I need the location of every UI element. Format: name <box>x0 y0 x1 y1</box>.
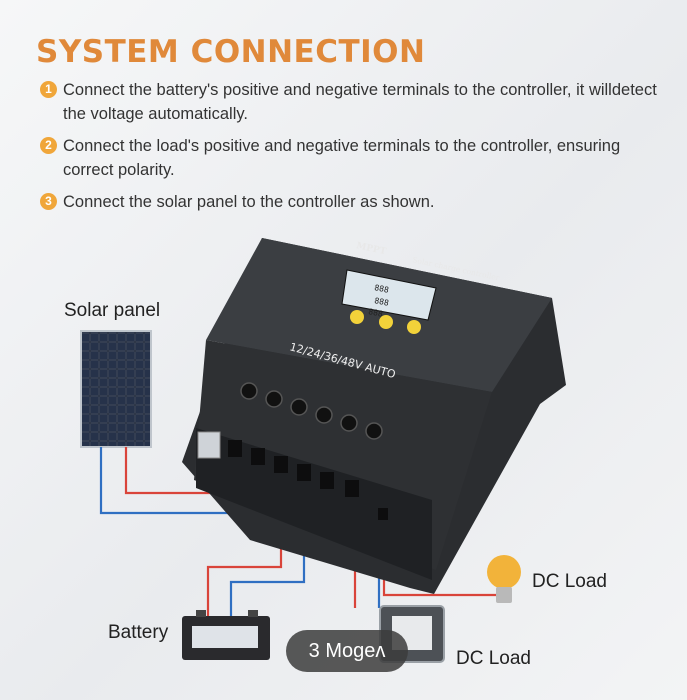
step-1: 1 Connect the battery's positive and neg… <box>40 78 660 126</box>
lcd-digits: 888 <box>374 296 390 308</box>
step-text-2: Connect the load's positive and negative… <box>63 137 621 179</box>
step-number-1: 1 <box>40 81 57 98</box>
controller-button <box>407 320 421 334</box>
lcd-digits: 888 <box>374 283 390 295</box>
bulb-image <box>487 555 521 603</box>
lcd-digits: 888 <box>368 307 384 319</box>
battery-image <box>182 610 270 660</box>
solar-panel-image <box>80 330 152 448</box>
image-count-badge[interactable]: 3 Mogeʌ <box>286 630 408 672</box>
controller-button <box>379 315 393 329</box>
step-number-3: 3 <box>40 193 57 210</box>
battery-label: Battery <box>108 622 169 643</box>
dc-load-flood-label: DC Load <box>456 648 531 669</box>
dc-load-bulb-label: DC Load <box>532 571 607 592</box>
step-3: 3 Connect the solar panel to the control… <box>40 190 660 214</box>
controller-button <box>350 310 364 324</box>
step-text-3: Connect the solar panel to the controlle… <box>63 193 435 211</box>
step-number-2: 2 <box>40 137 57 154</box>
page-title: SYSTEM CONNECTION <box>36 34 426 70</box>
solar-panel-label: Solar panel <box>64 300 161 321</box>
step-text-1: Connect the battery's positive and negat… <box>63 81 657 123</box>
controller-brand: MPPT <box>355 241 387 257</box>
step-2: 2 Connect the load's positive and negati… <box>40 134 660 182</box>
charge-controller: 888 888 888 MPPT Solar charge controller… <box>182 238 566 594</box>
